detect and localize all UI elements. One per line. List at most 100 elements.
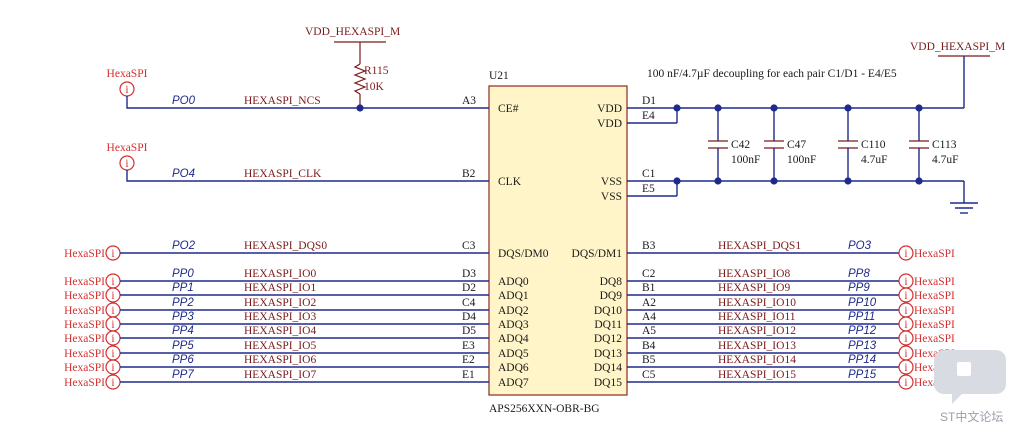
ball-id: B3 <box>642 240 656 252</box>
port-glyph: i <box>111 290 114 302</box>
signal-name: HEXASPI_IO15 <box>718 369 796 381</box>
port-glyph: i <box>111 248 114 260</box>
net-name: PO2 <box>172 240 196 252</box>
net-name: PP3 <box>172 311 194 323</box>
port-glyph: i <box>111 362 114 374</box>
r115-ref: R115 <box>364 65 389 77</box>
port-label: HexaSPI <box>64 290 105 302</box>
port-label: HexaSPI <box>107 68 148 80</box>
port-label: HexaSPI <box>914 276 955 288</box>
port-label: HexaSPI <box>64 248 105 260</box>
right-port: i HexaSPI <box>898 330 955 346</box>
pin-name: DQ8 <box>600 276 623 288</box>
pin-name: DQS/DM1 <box>572 248 623 260</box>
port-glyph: i <box>904 248 907 260</box>
cap-value: 100nF <box>787 154 816 166</box>
cap-value: 4.7uF <box>932 154 959 166</box>
pin-name: DQ14 <box>594 362 622 374</box>
ball-id: B2 <box>462 168 476 180</box>
net-name: PP8 <box>848 268 870 280</box>
ball-id: E4 <box>642 110 655 122</box>
ball-id: D5 <box>462 325 476 337</box>
pin-name: ADQ3 <box>498 319 529 331</box>
ball-id: A4 <box>642 311 656 323</box>
pin-name: ADQ5 <box>498 348 529 360</box>
junction-dot <box>673 104 681 112</box>
port-glyph: i <box>904 362 907 374</box>
port-glyph: i <box>904 348 907 360</box>
signal-name: HEXASPI_IO6 <box>244 354 316 366</box>
pin-name: ADQ7 <box>498 377 529 389</box>
ball-id: A3 <box>462 95 476 107</box>
capacitor-c113: C113 4.7uF <box>909 108 959 181</box>
port-glyph: i <box>904 377 907 389</box>
junction-dot <box>356 104 364 112</box>
net-name: PP7 <box>172 369 194 381</box>
port-label: HexaSPI <box>914 319 955 331</box>
decoupling-note: 100 nF/4.7µF decoupling for each pair C1… <box>647 68 897 80</box>
signal-name: HEXASPI_IO3 <box>244 311 316 323</box>
signal-name: HEXASPI_IO0 <box>244 268 316 280</box>
control-wire <box>126 170 489 182</box>
port-label: HexaSPI <box>64 276 105 288</box>
ball-id: C2 <box>642 268 656 280</box>
signal-name: HEXASPI_NCS <box>244 95 321 107</box>
port-label: HexaSPI <box>914 333 955 345</box>
hexaspi-port-icon <box>898 245 914 261</box>
ball-id: D3 <box>462 268 476 280</box>
pin-name: DQ9 <box>600 290 623 302</box>
pin-name: ADQ6 <box>498 362 529 374</box>
signal-name: HEXASPI_IO11 <box>718 311 796 323</box>
watermark-text: ST中文论坛 <box>940 409 1003 424</box>
pin-name: VDD <box>597 118 622 130</box>
signal-name: HEXASPI_IO14 <box>718 354 796 366</box>
net-name: PP2 <box>172 297 194 309</box>
ball-id: E1 <box>462 369 475 381</box>
cap-ref: C113 <box>932 139 957 151</box>
port-label: HexaSPI <box>64 333 105 345</box>
net-name: PP15 <box>848 369 877 381</box>
signal-name: HEXASPI_IO10 <box>718 297 796 309</box>
pin-name: VSS <box>601 191 622 203</box>
hexaspi-port-icon <box>898 359 914 375</box>
port-glyph: i <box>904 333 907 345</box>
port-label: HexaSPI <box>64 305 105 317</box>
junction-dot <box>770 104 778 112</box>
signal-name: HEXASPI_IO12 <box>718 325 796 337</box>
net-name: PP4 <box>172 325 194 337</box>
ic-ref: U21 <box>489 70 509 82</box>
net-name: PP14 <box>848 354 876 366</box>
capacitor-c47: C47 100nF <box>764 108 816 181</box>
signal-name: HEXASPI_IO5 <box>244 340 316 352</box>
right-power-row: VDD E4 <box>597 110 655 130</box>
pin-name: CE# <box>498 103 519 115</box>
junction-dot <box>714 177 722 185</box>
port-label: HexaSPI <box>64 319 105 331</box>
ball-id: A2 <box>642 297 656 309</box>
signal-name: HEXASPI_DQS1 <box>718 240 801 252</box>
pin-name: ADQ2 <box>498 305 529 317</box>
port-label: HexaSPI <box>914 290 955 302</box>
signal-name: HEXASPI_IO7 <box>244 369 316 381</box>
cap-ref: C47 <box>787 139 806 151</box>
ic-part: APS256XXN-OBR-BG <box>489 403 600 415</box>
pin-name: DQ12 <box>594 333 622 345</box>
ball-id: E3 <box>462 340 475 352</box>
